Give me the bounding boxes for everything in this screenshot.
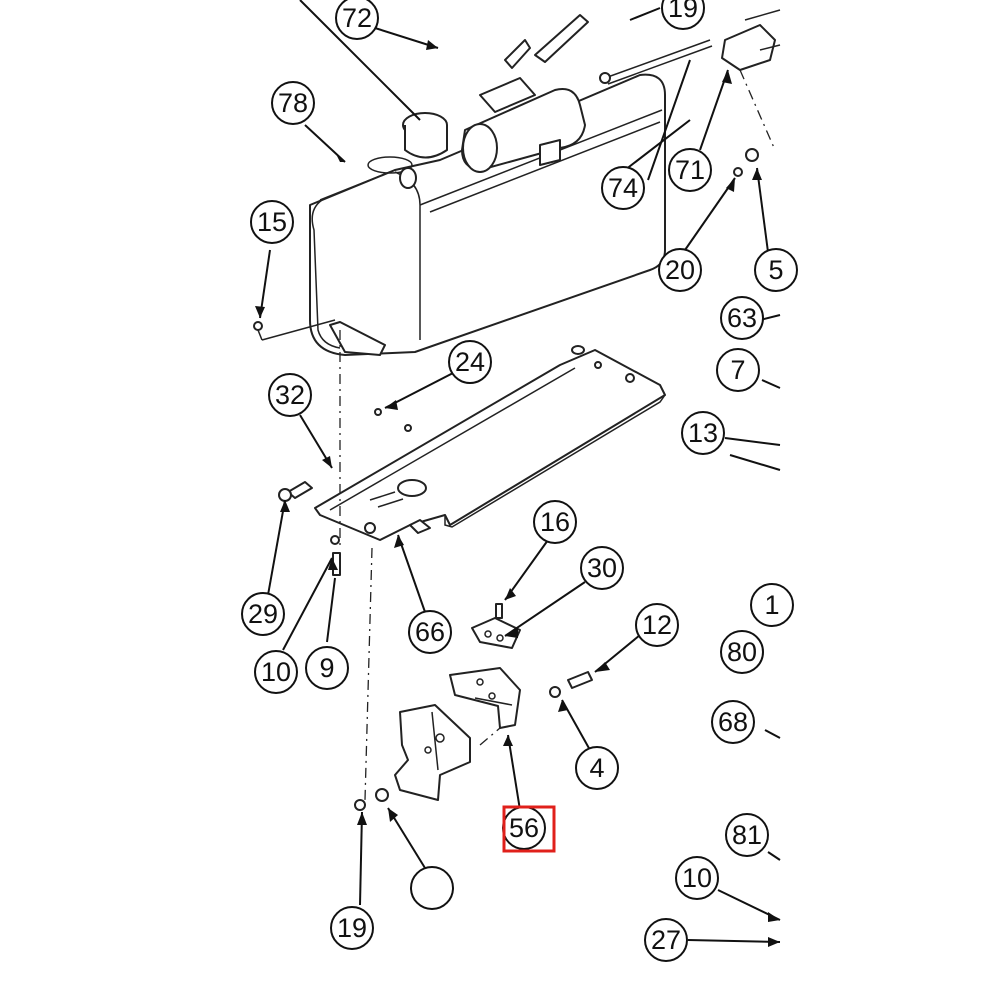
callout-24: 24 [448,340,492,384]
callout-19-bottom: 19 [330,906,374,950]
arrowheads [255,40,780,947]
callout-27: 27 [644,918,688,962]
callout-16: 16 [533,500,577,544]
highlight-box [502,805,556,853]
callout-10-left: 10 [254,650,298,694]
svg-text:29: 29 [248,599,278,629]
svg-text:78: 78 [278,88,308,118]
callout-15: 15 [250,200,294,244]
svg-text:80: 80 [727,637,757,667]
right-side-components [721,9,781,177]
svg-text:63: 63 [727,303,757,333]
svg-text:30: 30 [587,553,617,583]
mounting-plate [314,345,666,541]
svg-text:68: 68 [718,707,748,737]
callout-71: 71 [668,148,712,192]
svg-text:10: 10 [261,657,291,687]
callout-12: 12 [635,603,679,647]
callout-20: 20 [658,248,702,292]
callout-72: 72 [335,0,379,40]
callout-66: 66 [408,610,452,654]
svg-text:74: 74 [608,173,638,203]
svg-text:9: 9 [319,653,334,683]
callout-74: 74 [601,166,645,210]
svg-text:13: 13 [688,418,718,448]
svg-text:10: 10 [682,863,712,893]
svg-text:81: 81 [732,820,762,850]
hardware [253,319,593,811]
svg-text:27: 27 [651,925,681,955]
callout-blank [410,866,454,910]
callout-32: 32 [268,373,312,417]
svg-text:72: 72 [342,3,372,33]
svg-text:12: 12 [642,610,672,640]
svg-text:19: 19 [337,913,367,943]
callout-9: 9 [305,646,349,690]
svg-text:24: 24 [455,347,485,377]
callout-13: 13 [681,411,725,455]
svg-text:32: 32 [275,380,305,410]
svg-text:19: 19 [668,0,698,23]
callout-5: 5 [754,248,798,292]
svg-text:1: 1 [764,590,779,620]
callout-68: 68 [711,700,755,744]
svg-text:71: 71 [675,155,705,185]
callout-80: 80 [720,630,764,674]
svg-text:56: 56 [509,813,539,843]
callout-56: 56 [502,806,546,850]
svg-text:15: 15 [257,207,287,237]
leader-lines [259,0,781,943]
callout-81: 81 [725,813,769,857]
fuel-tank [309,14,713,356]
callout-78: 78 [271,81,315,125]
callout-4: 4 [575,746,619,790]
callout-29: 29 [241,592,285,636]
svg-text:5: 5 [768,255,783,285]
callout-7: 7 [716,348,760,392]
callout-30: 30 [580,546,624,590]
callout-10-right: 10 [675,856,719,900]
svg-text:7: 7 [730,355,745,385]
callout-19-top: 19 [661,0,705,30]
callout-1-partial: 1 [750,583,794,627]
svg-text:66: 66 [415,617,445,647]
svg-text:20: 20 [665,255,695,285]
svg-text:16: 16 [540,507,570,537]
svg-text:4: 4 [589,753,604,783]
callout-63: 63 [720,296,764,340]
